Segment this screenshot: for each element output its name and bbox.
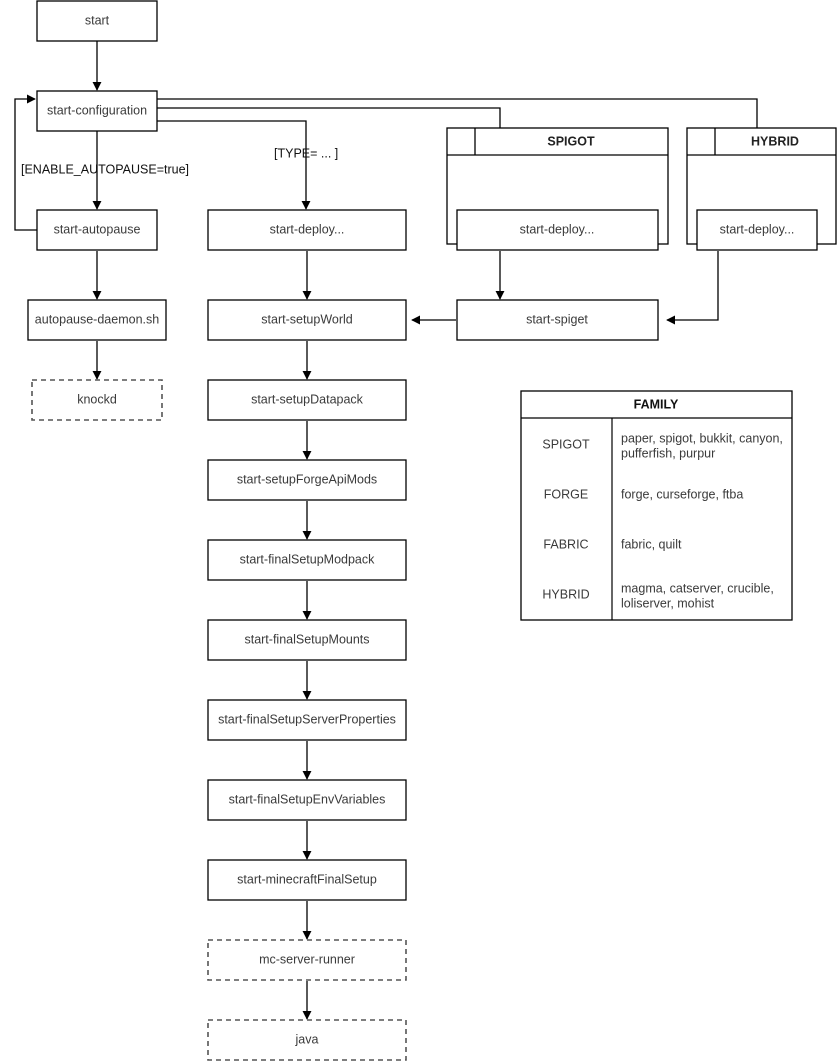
node-label-start-minecraft-final-setup: start-minecraftFinalSetup — [237, 872, 377, 886]
node-start-final-setup-env-variables[interactable]: start-finalSetupEnvVariables — [207, 779, 407, 821]
node-java[interactable]: java — [207, 1019, 407, 1061]
node-label-start-final-setup-mounts: start-finalSetupMounts — [244, 632, 369, 646]
node-start-setup-datapack[interactable]: start-setupDatapack — [207, 379, 407, 421]
node-start[interactable]: start — [36, 0, 158, 42]
node-label-start-deploy-spigot: start-deploy... — [520, 222, 595, 236]
node-start-configuration[interactable]: start-configuration — [36, 90, 158, 132]
family-row-key: SPIGOT — [542, 437, 590, 451]
node-start-minecraft-final-setup[interactable]: start-minecraftFinalSetup — [207, 859, 407, 901]
node-start-deploy-hybrid[interactable]: start-deploy... — [696, 209, 818, 251]
node-start-setup-world[interactable]: start-setupWorld — [207, 299, 407, 341]
family-table: FAMILY SPIGOT paper, spigot, bukkit, can… — [520, 390, 793, 621]
family-table-row: FORGE forge, curseforge, ftba — [544, 487, 744, 501]
group-label-spigot: SPIGOT — [547, 134, 595, 148]
node-label-start-autopause: start-autopause — [54, 222, 141, 236]
node-label-start: start — [85, 13, 110, 27]
family-table-title: FAMILY — [634, 397, 679, 411]
node-label-start-setup-forge-api-mods: start-setupForgeApiMods — [237, 472, 377, 486]
node-autopause-daemon[interactable]: autopause-daemon.sh — [27, 299, 167, 341]
node-label-knockd: knockd — [77, 392, 117, 406]
node-label-start-deploy-hybrid: start-deploy... — [720, 222, 795, 236]
family-row-value-line2: pufferfish, purpur — [621, 446, 715, 460]
node-knockd[interactable]: knockd — [31, 379, 163, 421]
node-start-autopause[interactable]: start-autopause — [36, 209, 158, 251]
node-label-start-setup-datapack: start-setupDatapack — [251, 392, 364, 406]
edge-label-type: [TYPE= ... ] — [274, 146, 338, 160]
family-table-row: SPIGOT paper, spigot, bukkit, canyon, pu… — [542, 431, 783, 460]
edge-deploy-hybrid-to-spiget — [666, 251, 719, 325]
edge-label-enable-autopause: [ENABLE_AUTOPAUSE=true] — [21, 162, 189, 176]
family-row-key: FORGE — [544, 487, 588, 501]
node-start-deploy-main[interactable]: start-deploy... — [207, 209, 407, 251]
node-label-start-setup-world: start-setupWorld — [261, 312, 353, 326]
family-table-row: HYBRID magma, catserver, crucible, lolis… — [542, 581, 773, 610]
node-label-mc-server-runner: mc-server-runner — [259, 952, 355, 966]
node-label-start-final-setup-modpack: start-finalSetupModpack — [240, 552, 376, 566]
node-label-start-configuration: start-configuration — [47, 103, 147, 117]
family-row-value-line1: magma, catserver, crucible, — [621, 581, 774, 595]
family-row-value-line1: fabric, quilt — [621, 537, 682, 551]
node-label-java: java — [295, 1032, 319, 1046]
node-label-start-spiget: start-spiget — [526, 312, 588, 326]
family-table-row: FABRIC fabric, quilt — [543, 537, 682, 551]
node-start-spiget[interactable]: start-spiget — [456, 299, 659, 341]
node-start-setup-forge-api-mods[interactable]: start-setupForgeApiMods — [207, 459, 407, 501]
family-row-value-line2: loliserver, mohist — [621, 596, 715, 610]
node-mc-server-runner[interactable]: mc-server-runner — [207, 939, 407, 981]
node-label-start-final-setup-server-properties: start-finalSetupServerProperties — [218, 712, 396, 726]
node-start-deploy-spigot[interactable]: start-deploy... — [456, 209, 659, 251]
node-start-final-setup-server-properties[interactable]: start-finalSetupServerProperties — [207, 699, 407, 741]
edge-autopause-back-to-configuration — [14, 94, 37, 231]
group-label-hybrid: HYBRID — [751, 134, 799, 148]
node-label-start-deploy-main: start-deploy... — [270, 222, 345, 236]
node-start-final-setup-modpack[interactable]: start-finalSetupModpack — [207, 539, 407, 581]
family-row-key: FABRIC — [543, 537, 588, 551]
edge-configuration-to-deploy-main — [157, 120, 311, 210]
node-label-start-final-setup-env-variables: start-finalSetupEnvVariables — [229, 792, 386, 806]
family-row-value-line1: paper, spigot, bukkit, canyon, — [621, 431, 783, 445]
node-label-autopause-daemon: autopause-daemon.sh — [35, 312, 159, 326]
family-row-value-line1: forge, curseforge, ftba — [621, 487, 743, 501]
family-row-key: HYBRID — [542, 587, 589, 601]
node-start-final-setup-mounts[interactable]: start-finalSetupMounts — [207, 619, 407, 661]
